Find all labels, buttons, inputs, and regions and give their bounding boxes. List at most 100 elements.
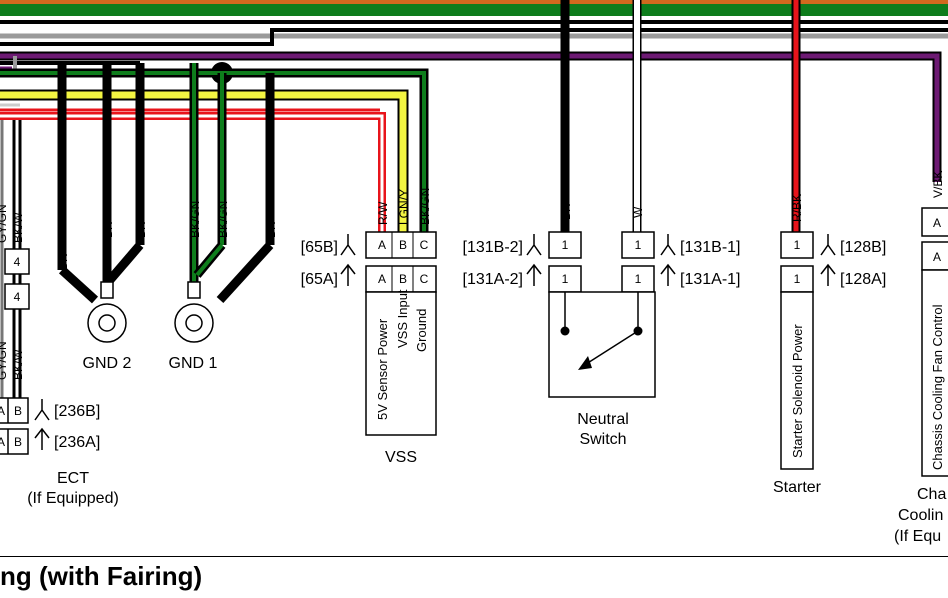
- ect-male-symbol: [34, 427, 50, 450]
- ref-236b: [236B]: [54, 403, 100, 420]
- label-left-ghost-2: GY/GN: [0, 341, 9, 380]
- harness-bundle: [0, 0, 948, 182]
- black-fan-ground-wire: [0, 28, 948, 46]
- ect-label: ECT: [57, 470, 89, 487]
- vss-pin-dividers: [391, 232, 414, 292]
- ns1-female-symbol: [660, 234, 676, 256]
- ref-65b: [65B]: [301, 239, 338, 256]
- ect-pin-b-top: B: [14, 404, 22, 418]
- ref-128a: [128A]: [840, 271, 886, 288]
- ns1-pin-bottom: 1: [635, 272, 642, 286]
- vss-sensor-body: [365, 291, 437, 436]
- vss-input: VSS Input: [395, 289, 410, 348]
- purple-fan-wire: [0, 53, 940, 182]
- ns2-pin-top: 1: [562, 238, 569, 252]
- label-vss-rw: R/W: [376, 201, 390, 225]
- orange-trunk-wire: [0, 0, 948, 4]
- vss-rw-wire: [0, 114, 384, 232]
- ref-236a: [236A]: [54, 434, 100, 451]
- ns2-female-symbol: [526, 234, 542, 256]
- vss-male-symbol: [340, 263, 356, 286]
- label-starter-rbk: R/BK: [790, 194, 804, 222]
- vss-connector-b: [365, 231, 437, 259]
- vss-pin-b-bottom: B: [399, 272, 407, 286]
- starter-label: Starter: [773, 479, 822, 496]
- neutral-switch-label-2: Switch: [579, 431, 626, 448]
- label-gnd2-bk-a: BK: [101, 222, 115, 238]
- fan-label-3: (If Equ: [894, 528, 941, 545]
- chassis-cooling-fan-control: Chassis Cooling Fan Control: [930, 304, 945, 470]
- ref-65a: [65A]: [301, 271, 338, 288]
- fan-body: [921, 269, 948, 477]
- gnd1-bkgn-b-bend: [195, 243, 224, 277]
- vss-connector-a: [365, 265, 437, 293]
- diagram-title-bar: ng (with Fairing): [0, 556, 948, 598]
- label-gnd1-bk: BK: [264, 222, 278, 238]
- mating-symbols: [34, 234, 836, 450]
- fan-connector-b: [921, 207, 948, 237]
- gnd1-eyelet-hole: [185, 314, 203, 332]
- gnd1-label: GND 1: [169, 355, 218, 372]
- gnd2-label: GND 2: [83, 355, 132, 372]
- starter-female-symbol: [820, 234, 836, 256]
- ref-131a2: [131A-2]: [463, 271, 523, 288]
- vss-pin-c-bottom: C: [420, 272, 429, 286]
- starter-connector-a: [780, 265, 814, 293]
- vss-pin-c-top: C: [420, 238, 429, 252]
- vss-ground: Ground: [414, 309, 429, 352]
- label-gnd2-bk-b: BK: [134, 222, 148, 238]
- ect-pin-4-top: 4: [14, 255, 21, 269]
- vss-female-symbol: [340, 234, 356, 256]
- ect-connector-a: [0, 428, 29, 455]
- ect-sublabel: (If Equipped): [27, 490, 119, 507]
- fan-connector-a: [921, 241, 948, 271]
- gnd2-bk-left-bend: [58, 266, 99, 304]
- ns-connector-b2: [548, 231, 582, 259]
- fan-pin-a-bottom: A: [933, 250, 941, 264]
- label-vss-bkgn: BK/GN: [418, 188, 432, 225]
- starter-male-symbol: [820, 263, 836, 286]
- vss-pin-a-top: A: [378, 238, 386, 252]
- starter-pin-top: 1: [794, 238, 801, 252]
- starter-solenoid-power: Starter Solenoid Power: [790, 324, 805, 458]
- vss-lgny-wire: [0, 91, 407, 232]
- fan-label-1: Cha: [917, 486, 946, 503]
- ect-pin-a-bottom: A: [0, 435, 5, 449]
- label-left-ghost-1: GY/GN: [0, 204, 9, 243]
- vss-5v-sensor-power: 5V Sensor Power: [375, 318, 390, 420]
- label-fan-vbk: V/BK: [931, 171, 945, 198]
- ect-pin4-bottom: [4, 283, 30, 310]
- diagram-title: ng (with Fairing): [0, 561, 203, 591]
- ect-pin4-top: [4, 248, 30, 275]
- fan-pin-a-top: A: [933, 216, 941, 230]
- vss-label: VSS: [385, 449, 417, 466]
- vss-pin-b-top: B: [399, 238, 407, 252]
- ns2-male-symbol: [526, 263, 542, 286]
- ns2-pin-bottom: 1: [562, 272, 569, 286]
- ns-connector-b1: [621, 231, 655, 259]
- ns-connector-a1: [621, 265, 655, 293]
- neutral-switch-contacts: [560, 292, 643, 370]
- vss-pin-a-bottom: A: [378, 272, 386, 286]
- ref-128b: [128B]: [840, 239, 886, 256]
- label-vss-lgny: LGN/Y: [397, 189, 411, 225]
- gnd2-lug-neck: [100, 281, 114, 299]
- ect-pin-b-bottom: B: [14, 435, 22, 449]
- ref-131a1: [131A-1]: [680, 271, 740, 288]
- label-ns-bk: BK: [559, 204, 573, 220]
- gnd2-eyelet-hole: [98, 314, 116, 332]
- neutral-switch-label-1: Neutral: [577, 411, 629, 428]
- label-gnd2-bk-left: BK: [56, 254, 70, 270]
- label-ect-bkw-top: BK/W: [11, 212, 25, 243]
- starter-connector-b: [780, 231, 814, 259]
- ns1-pin-top: 1: [635, 238, 642, 252]
- ect-connector-b: [0, 397, 29, 424]
- starter-body: [780, 291, 814, 470]
- gnd2-bk-b-bend: [106, 242, 144, 283]
- ect-pin-4-bottom: 4: [14, 290, 21, 304]
- ect-female-symbol: [34, 399, 50, 421]
- ns1-male-symbol: [660, 263, 676, 286]
- switch-arrow-head: [578, 356, 592, 370]
- ref-131b1: [131B-1]: [680, 239, 740, 256]
